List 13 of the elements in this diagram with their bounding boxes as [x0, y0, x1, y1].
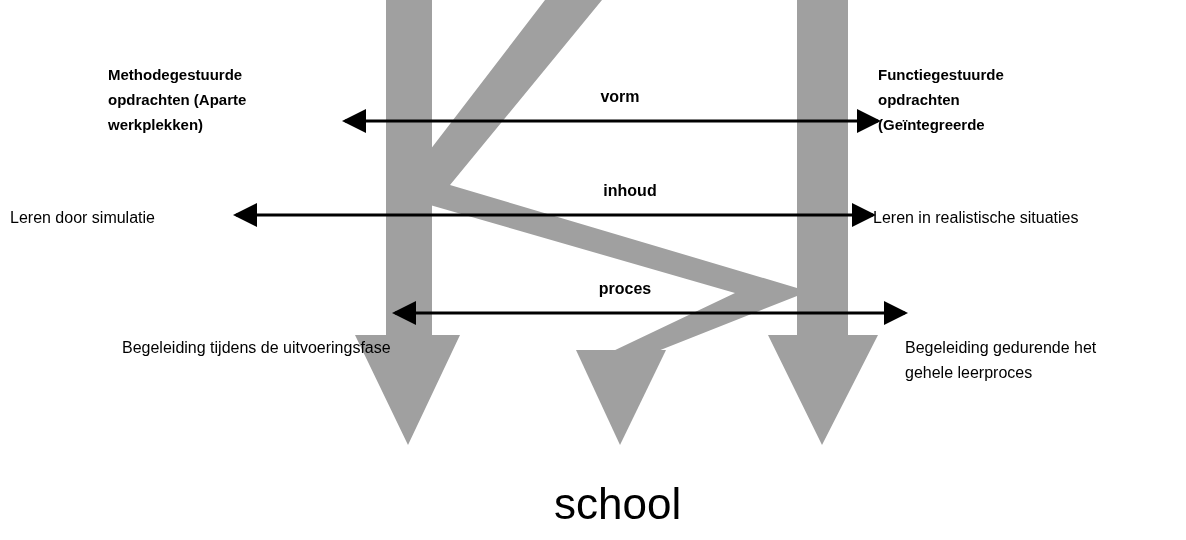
node-text: Begeleiding tijdens de uitvoeringsfase — [122, 338, 391, 358]
double-arrow — [392, 301, 908, 325]
node-text: Methodegestuurde opdrachten (Aparte werkplekken) — [108, 65, 248, 135]
double-arrow — [342, 109, 881, 133]
edge-label: inhoud — [603, 181, 657, 201]
node-text: Functiegestuurde opdrachten (Geïntegreerde — [878, 65, 1005, 135]
node-text: Begeleiding gedurende het gehele leerproces — [905, 338, 1098, 383]
caption-text: school — [554, 478, 682, 530]
edge-label: proces — [598, 279, 652, 299]
node-text: Leren door simulatie — [10, 208, 155, 228]
edge-label: vorm — [600, 87, 640, 107]
node-text: Leren in realistische situaties — [873, 208, 1079, 228]
double-arrow — [233, 203, 876, 227]
